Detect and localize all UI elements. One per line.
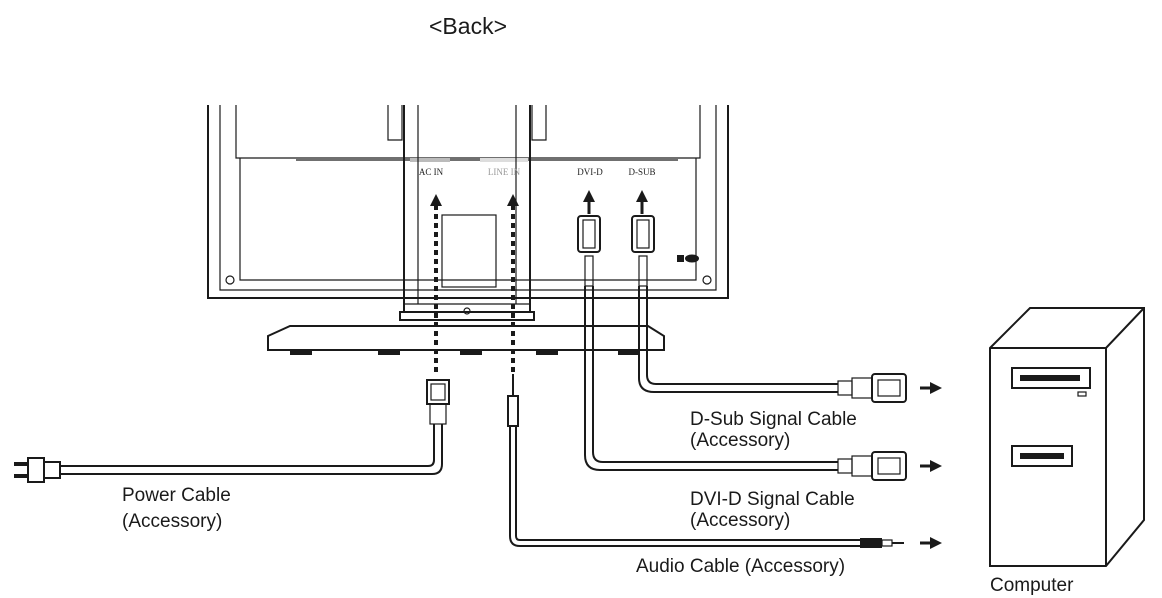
computer-label: Computer <box>990 575 1074 596</box>
d-sub-insert-arrow <box>636 190 648 214</box>
audio-cable <box>507 374 942 549</box>
port-label-ac-in: AC IN <box>419 167 444 177</box>
computer-tower <box>989 307 1145 567</box>
dvi-d-cable-accessory-label: (Accessory) <box>690 510 790 531</box>
d-sub-cable-accessory-label: (Accessory) <box>690 430 790 451</box>
port-label-line-in: LINE IN <box>488 167 521 177</box>
power-cable-label: Power Cable <box>122 485 231 506</box>
dvi-d-cable-label: DVI-D Signal Cable <box>690 489 855 510</box>
port-label-dvi-d: DVI-D <box>577 167 603 177</box>
line-in-insert-arrow <box>507 194 519 372</box>
power-cable-accessory-label: (Accessory) <box>122 511 222 532</box>
dvi-d-insert-arrow <box>583 190 595 214</box>
monitor-stand <box>267 105 665 355</box>
lock-icon <box>677 254 699 263</box>
port-label-d-sub: D-SUB <box>628 167 655 177</box>
screw-hole-right <box>702 275 712 285</box>
dvi-d-cable <box>577 215 942 481</box>
d-sub-cable-label: D-Sub Signal Cable <box>690 409 857 430</box>
monitor-back <box>207 105 729 299</box>
screw-hole-left <box>225 275 235 285</box>
drive-bay-bottom <box>1011 445 1073 467</box>
d-sub-cable <box>631 215 942 403</box>
drive-bay-top <box>1011 367 1091 389</box>
diagram-title: <Back> <box>429 13 507 39</box>
ac-in-insert-arrow <box>430 194 442 372</box>
power-cable <box>14 379 450 483</box>
audio-cable-label: Audio Cable (Accessory) <box>636 556 845 577</box>
